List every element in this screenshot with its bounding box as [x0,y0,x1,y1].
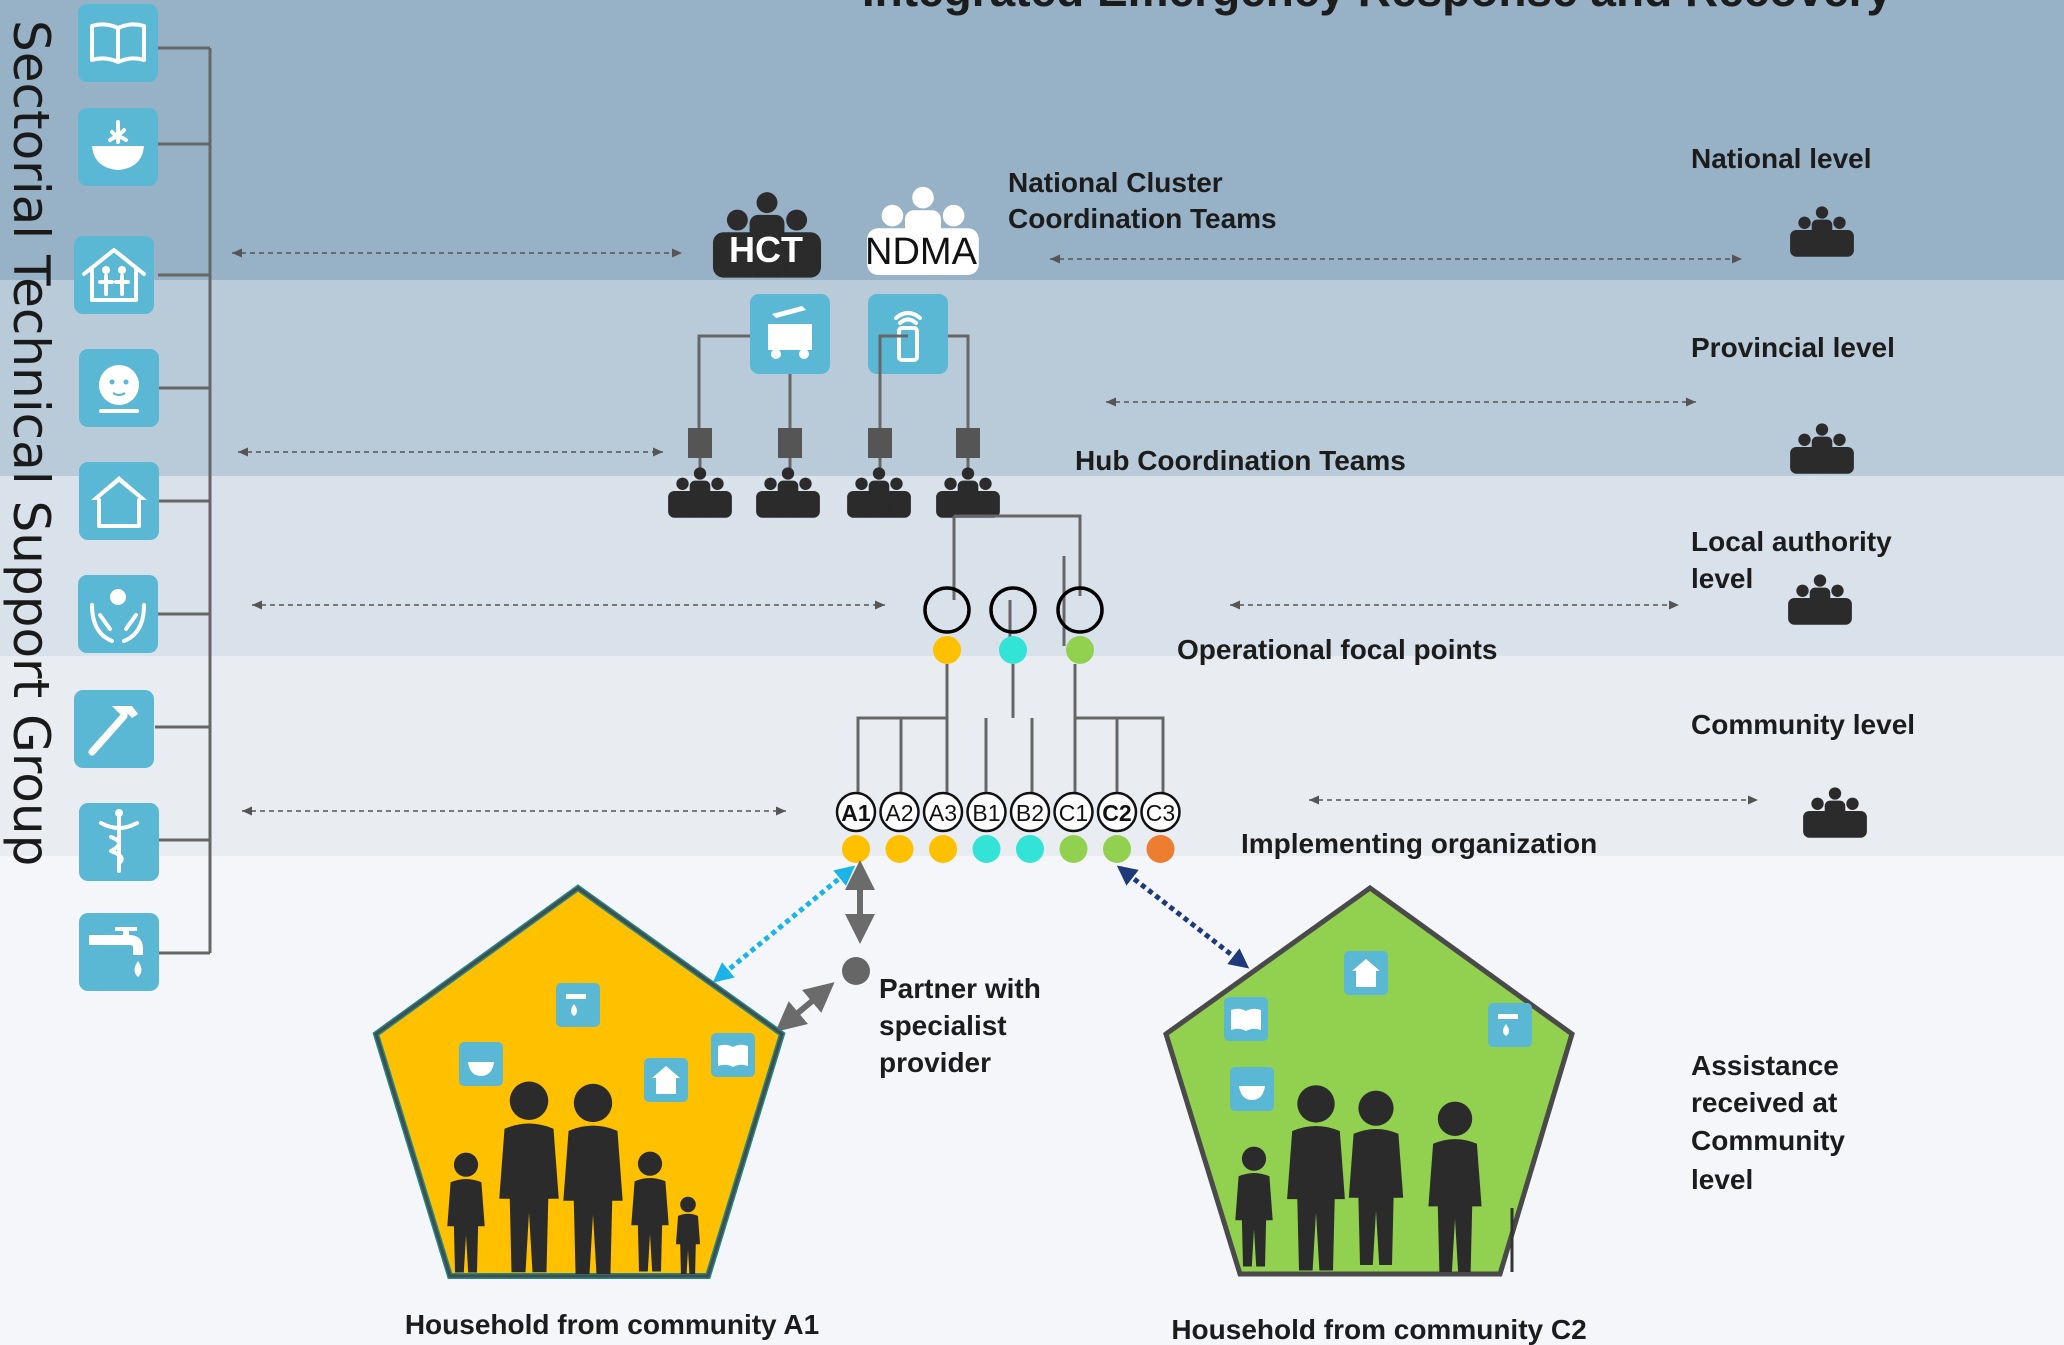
implementing-org-node [1009,791,1051,833]
early-recovery-hammer-icon [74,690,154,768]
focal-point-dot [1066,636,1094,664]
focal-point-dot [933,636,961,664]
provincial-level-label: Provincial level [1691,332,1895,363]
telecom-phone-icon [868,294,948,374]
focal-points-label: Operational focal points [1177,634,1497,665]
focal-point-ring [1056,586,1104,634]
health-caduceus-icon [79,803,159,881]
implementing-org-dot [1059,835,1088,863]
sidebar-title: Sectorial Technical Support Group [2,20,60,866]
protection-family-icon [74,236,154,314]
implementing-org-node [966,791,1007,833]
hub-coordination-label: Hub Coordination Teams [1075,445,1406,476]
implementing-org-label-a1: A1 [841,800,871,826]
implementing-org-node [1096,791,1138,833]
shelter-house-icon [79,462,159,540]
c2-household-link [1116,865,1250,969]
band-provincial [0,280,2064,476]
water-tap-icon [556,983,600,1027]
operational-focal-points [923,586,1104,664]
implementing-org-label-a3: A3 [929,800,957,826]
partner-label-line2: specialist [879,1010,1007,1041]
implementing-org-label-c1: C1 [1059,800,1088,826]
svg-text:HCT: HCT [729,229,803,270]
water-tap-icon [1488,1003,1532,1047]
implementing-org-dot [1016,835,1044,863]
focal-point-dot [999,636,1027,664]
education-book-icon [78,4,158,82]
level-arrows-right [1050,254,1758,805]
national-cluster-label-line2: Coordination Teams [1008,203,1277,234]
household-a1 [372,884,786,1279]
implementing-org-dot [1146,835,1175,863]
ndma-group: NDMA [865,186,979,275]
assistance-label-line3: Community [1691,1125,1845,1156]
focal-point-ring [989,586,1037,634]
hub-connectors [688,334,980,470]
implementing-org-label-a2: A2 [885,800,913,826]
implementing-connectors [856,664,1165,796]
implementing-org-dot [929,835,957,863]
household-c2 [1163,884,1575,1277]
implementing-org-dot [1103,835,1131,863]
assistance-label-line1: Assistance [1691,1050,1839,1081]
implementing-org-node [1053,791,1094,833]
national-cluster-label-line1: National Cluster [1008,167,1223,198]
assistance-label-line4: level [1691,1164,1753,1195]
implementing-org-node [879,791,920,833]
focal-point-ring [923,586,971,634]
implementing-org-dot [972,835,1001,863]
hct-group: HCT [712,192,822,278]
partner-node [842,957,870,985]
implementing-org-label-b2: B2 [1016,800,1044,826]
svg-text:NDMA: NDMA [865,231,978,273]
community-level-label: Community level [1691,709,1915,740]
implementing-org-label-b1: B1 [972,800,1000,826]
implementing-org-node [922,791,964,833]
household-a1-label: Household from community A1 [405,1309,819,1340]
sector-level-arrows [232,248,885,816]
local-level-label-line1: Local authority [1691,526,1892,557]
a1-household-link [712,865,856,983]
implementing-org-label: Implementing organization [1241,828,1597,859]
implementing-org-node [835,791,877,833]
implementing-organizations: A1 A2 A3 B1 B2 C1 C2 C3 [835,791,1181,863]
transport-logistics-icon [750,294,830,374]
implementing-org-dot [885,835,914,863]
implementing-org-dot [842,835,870,863]
implementing-org-label-c2: C2 [1102,800,1131,826]
water-tap-icon [79,913,159,991]
page-title: Integrated Emergency Response and Recove… [862,0,1893,16]
band-local [0,476,2064,656]
sector-tiles [74,4,212,991]
food-bowl-icon [78,108,158,186]
partner-label-line1: Partner with [879,973,1041,1004]
partner-label-line3: provider [879,1047,991,1078]
assistance-label-line2: received at [1691,1087,1837,1118]
household-c2-label: Household from community C2 [1171,1314,1586,1345]
local-level-label-line2: level [1691,563,1753,594]
band-national [0,0,2064,280]
national-level-label: National level [1691,143,1872,174]
implementing-org-label-c3: C3 [1146,800,1175,826]
nutrition-child-icon [79,349,159,427]
focal-connectors [952,514,1082,646]
partner-to-household-arrow [775,982,835,1032]
implementing-org-node [1140,791,1181,833]
protection-hands-icon [78,575,158,653]
